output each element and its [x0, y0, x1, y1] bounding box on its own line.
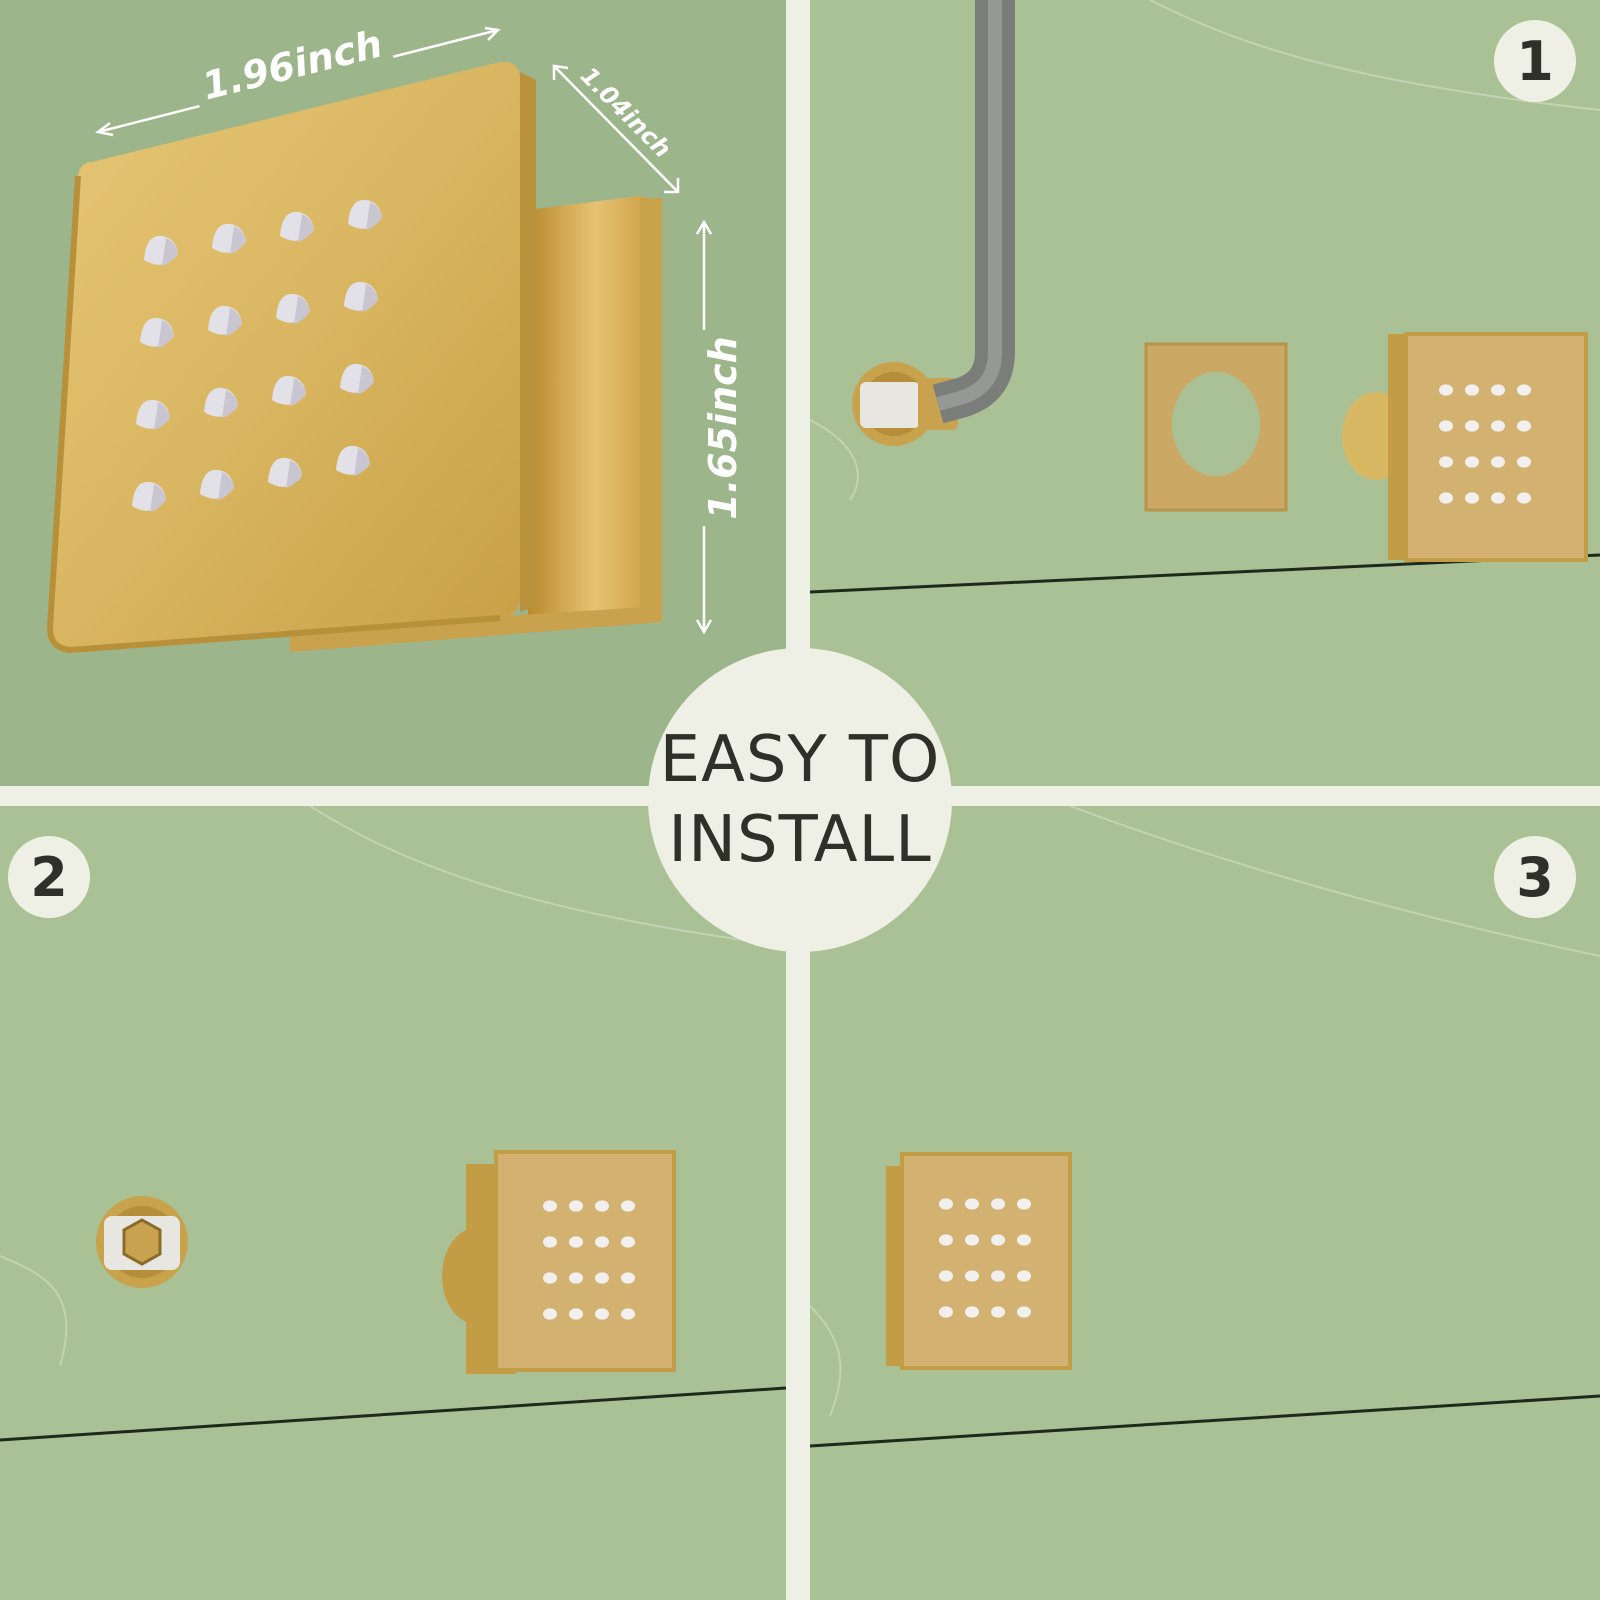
nozzle-dot — [991, 1270, 1005, 1282]
mounting-block — [290, 196, 662, 652]
nozzle-shade — [162, 238, 178, 266]
nozzle-dot — [621, 1272, 635, 1284]
nozzle-shade — [358, 366, 374, 394]
nozzle-dot — [621, 1308, 635, 1320]
nozzle-dot — [1491, 384, 1505, 396]
nozzle-dot — [939, 1270, 953, 1282]
nozzle-dot — [569, 1308, 583, 1320]
nozzle-dot — [595, 1200, 609, 1212]
nozzle-dot — [991, 1306, 1005, 1318]
nozzle-grid — [132, 199, 382, 512]
nozzle-dot — [1017, 1198, 1031, 1210]
badge-line-2: INSTALL — [668, 803, 932, 877]
nozzle-shade — [290, 378, 306, 406]
height-dimension-label: 1.65inch — [701, 336, 745, 519]
nozzle-dots — [939, 1198, 1031, 1318]
nozzle-dot — [1517, 420, 1531, 432]
nozzle-shade — [366, 202, 382, 230]
step-3-panel — [810, 806, 1600, 1600]
nozzle-dot — [1017, 1270, 1031, 1282]
nozzle-shade — [354, 448, 370, 476]
nozzle-dot — [1439, 384, 1453, 396]
nozzle-dot — [965, 1198, 979, 1210]
step-1-panel — [810, 0, 1600, 786]
nozzle-shade — [294, 296, 310, 324]
installed-body-jet — [886, 1152, 1072, 1370]
nozzle-dot — [543, 1308, 557, 1320]
nozzle-dot — [1465, 456, 1479, 468]
nozzle-dot — [595, 1308, 609, 1320]
nozzle-shade — [226, 308, 242, 336]
jet-face-plate — [46, 61, 536, 654]
nozzle-dots — [1439, 384, 1531, 504]
nozzle-shade — [298, 214, 314, 242]
wall-seam — [810, 1394, 1600, 1448]
nozzle-shade — [286, 460, 302, 488]
nozzle-dot — [965, 1270, 979, 1282]
nozzle-dot — [621, 1236, 635, 1248]
nozzle-dot — [569, 1272, 583, 1284]
nozzle-dot — [543, 1200, 557, 1212]
step-1-badge: 1 — [1494, 20, 1576, 102]
nozzle-dot — [1491, 420, 1505, 432]
step-3-badge: 3 — [1494, 836, 1576, 918]
nozzle-shade — [230, 226, 246, 254]
nozzle-shade — [222, 390, 238, 418]
nozzle-dot — [1465, 492, 1479, 504]
nozzle-dots — [543, 1200, 635, 1320]
body-jet-unit — [1342, 332, 1588, 562]
nozzle-dot — [1439, 492, 1453, 504]
step-2-badge: 2 — [8, 836, 90, 918]
escutcheon-plate — [1144, 342, 1288, 512]
nozzle-shade — [158, 320, 174, 348]
nozzle-dot — [1491, 456, 1505, 468]
body-jet-unit — [442, 1150, 676, 1374]
nozzle-dot — [1439, 420, 1453, 432]
badge-line-1: EASY TO — [659, 723, 941, 797]
wall-seam — [0, 1386, 786, 1442]
nozzle-dot — [939, 1234, 953, 1246]
nozzle-dot — [1517, 456, 1531, 468]
nozzle-shade — [154, 402, 170, 430]
nozzle-dot — [621, 1200, 635, 1212]
nozzle-dot — [543, 1236, 557, 1248]
nozzle-dot — [1517, 384, 1531, 396]
step-2-panel — [0, 806, 786, 1600]
nozzle-dot — [1465, 420, 1479, 432]
nozzle-dot — [1491, 492, 1505, 504]
nozzle-dot — [1017, 1306, 1031, 1318]
nozzle-shade — [218, 472, 234, 500]
nozzle-dot — [1465, 384, 1479, 396]
nozzle-dot — [569, 1236, 583, 1248]
nozzle-dot — [595, 1236, 609, 1248]
easy-to-install-badge: EASY TO INSTALL — [648, 648, 952, 952]
nozzle-dot — [991, 1198, 1005, 1210]
nozzle-dot — [939, 1306, 953, 1318]
nozzle-shade — [362, 284, 378, 312]
nozzle-dot — [595, 1272, 609, 1284]
nozzle-dot — [569, 1200, 583, 1212]
nozzle-dot — [939, 1198, 953, 1210]
nozzle-shade — [150, 484, 166, 512]
nozzle-dot — [1439, 456, 1453, 468]
dimensions-panel: 1.96inch 1.04inch 1.65inch — [0, 0, 786, 786]
nozzle-dot — [543, 1272, 557, 1284]
nozzle-dot — [1517, 492, 1531, 504]
wall-pipe-fitting — [96, 1196, 188, 1288]
wall-pipe-fitting — [852, 362, 958, 446]
nozzle-dot — [965, 1306, 979, 1318]
nozzle-dot — [1017, 1234, 1031, 1246]
nozzle-dot — [965, 1234, 979, 1246]
nozzle-dot — [991, 1234, 1005, 1246]
